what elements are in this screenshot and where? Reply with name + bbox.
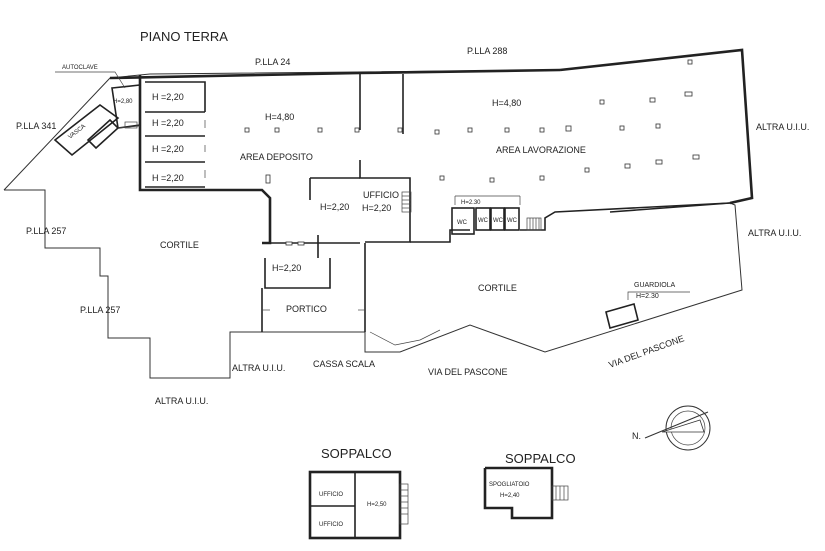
parcel-24: P.LLA 24 xyxy=(255,57,290,67)
title-soppalco-left: SOPPALCO xyxy=(321,446,392,461)
label-ufficio-soppalco-2: UFFICIO xyxy=(319,522,343,528)
column-marks xyxy=(244,59,700,246)
height-guardiola: H=2.30 xyxy=(636,293,659,300)
height-wc-block: H=2.30 xyxy=(461,200,481,206)
label-cassa-scala: CASSA SCALA xyxy=(313,359,375,369)
street-diagonal: VIA DEL PASCONE xyxy=(607,333,685,370)
label-autoclave: AUTOCLAVE xyxy=(62,65,98,71)
neighbor-bottom-mid: ALTRA U.I.U. xyxy=(232,363,285,373)
label-cortile-left: CORTILE xyxy=(160,240,199,250)
title-soppalco-right: SOPPALCO xyxy=(505,451,576,466)
height-lavorazione: H=4,80 xyxy=(492,98,521,108)
label-ufficio-soppalco-1: UFFICIO xyxy=(319,492,343,498)
street-bottom: VIA DEL PASCONE xyxy=(428,367,508,377)
label-wc-4: WC xyxy=(507,218,518,224)
compass-north-label: N. xyxy=(632,431,641,441)
stairs-wc xyxy=(526,217,542,231)
label-wc-3: WC xyxy=(493,218,504,224)
title-ground-floor: PIANO TERRA xyxy=(140,29,228,44)
height-soppalco-right: H=2,40 xyxy=(500,493,520,499)
neighbor-right-mid: ALTRA U.I.U. xyxy=(748,228,801,238)
label-guardiola: GUARDIOLA xyxy=(634,282,676,289)
parcel-257-a: P.LLA 257 xyxy=(26,226,66,236)
height-ufficio: H=2,20 xyxy=(362,203,391,213)
label-vasca: VASCA xyxy=(68,124,87,141)
soppalco-right-plan xyxy=(483,466,569,520)
label-ufficio: UFFICIO xyxy=(363,190,399,200)
parcel-288: P.LLA 288 xyxy=(467,46,507,56)
neighbor-bottom-left: ALTRA U.I.U. xyxy=(155,396,208,406)
neighbor-right-top: ALTRA U.I.U. xyxy=(756,122,809,132)
height-autoclave: H=2,80 xyxy=(113,99,133,105)
height-lower-room: H=2,20 xyxy=(272,263,301,273)
label-wc-2: WC xyxy=(478,218,489,224)
soppalco-left-plan xyxy=(308,470,409,540)
label-cortile-right: CORTILE xyxy=(478,283,517,293)
height-cell-2: H =2,20 xyxy=(152,118,184,128)
parcel-257-b: P.LLA 257 xyxy=(80,305,120,315)
height-cell-1: H =2,20 xyxy=(152,92,184,102)
height-deposito: H=4,80 xyxy=(265,112,294,122)
label-portico: PORTICO xyxy=(286,304,327,314)
building-walls xyxy=(53,48,754,346)
height-cell-4: H =2,20 xyxy=(152,173,184,183)
north-compass xyxy=(644,405,711,451)
label-area-lavorazione: AREA LAVORAZIONE xyxy=(496,145,586,155)
parcel-341: P.LLA 341 xyxy=(16,121,56,131)
label-wc-1: WC xyxy=(457,220,468,226)
label-area-deposito: AREA DEPOSITO xyxy=(240,152,313,162)
height-mid-room: H=2,20 xyxy=(320,202,349,212)
stairs-ufficio xyxy=(401,191,412,213)
label-spogliatoio: SPOGLIATOIO xyxy=(489,482,530,488)
height-cell-3: H =2,20 xyxy=(152,144,184,154)
height-soppalco-left: H=2,50 xyxy=(367,502,387,508)
